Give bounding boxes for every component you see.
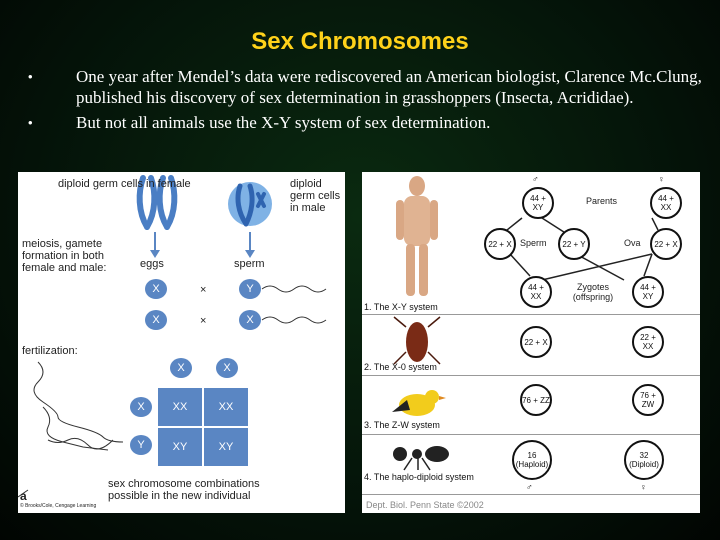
bullet-text: But not all animals use the X-Y system o… xyxy=(76,113,491,132)
zygote-male: 44 + XY xyxy=(632,276,664,308)
label-meiosis: meiosis, gamete formation in both female… xyxy=(22,238,107,274)
male-circle: 76 + ZZ xyxy=(520,384,552,416)
credit-right: Dept. Biol. Penn State ©2002 xyxy=(366,500,484,510)
parent-female: 44 + XX xyxy=(650,187,682,219)
bullet-item: • But not all animals use the X-Y system… xyxy=(28,112,708,133)
system-label: 1. The X-Y system xyxy=(364,302,438,312)
label-eggs: eggs xyxy=(140,258,164,270)
cross-sign: × xyxy=(200,315,207,327)
ova-circle: 22 + X xyxy=(650,228,682,260)
sperm-x: X xyxy=(239,310,261,330)
male-circle: 16 (Haploid) xyxy=(512,440,552,480)
female-circle: 32 (Diploid) xyxy=(624,440,664,480)
goldfinch-icon xyxy=(392,390,446,416)
punnett-cell: XX xyxy=(204,388,248,426)
male-symbol: ♂ xyxy=(532,174,539,184)
female-chromosome-icon xyxy=(136,175,178,230)
divider xyxy=(362,314,700,315)
sex-determination-figure: diploid germ cells in female diploid ger… xyxy=(18,172,345,513)
sex-systems-figure: ♂ ♀ 44 + XY Parents 44 + XX 22 + X Sperm… xyxy=(362,172,700,513)
system-label: 3. The Z-W system xyxy=(364,420,440,430)
male-circle: 22 + X xyxy=(520,326,552,358)
female-symbol: ♀ xyxy=(658,174,665,184)
system-label: 4. The haplo-diploid system xyxy=(364,472,474,482)
label-zygotes: Zygotes (offspring) xyxy=(572,282,614,302)
label-fertilization: fertilization: xyxy=(22,345,78,357)
male-chromosome-icon xyxy=(228,182,272,227)
label-diploid-male: diploid germ cells in male xyxy=(290,178,341,214)
sperm-y: Y xyxy=(239,279,261,299)
female-circle: 22 + XX xyxy=(632,326,664,358)
female-circle: 76 + ZW xyxy=(632,384,664,416)
punnett-side-x: X xyxy=(130,397,152,417)
bullet-marker: • xyxy=(28,115,33,130)
slide-title: Sex Chromosomes xyxy=(251,28,469,55)
cockroach-icon xyxy=(393,316,441,365)
divider xyxy=(362,375,700,376)
bullet-marker: • xyxy=(28,69,33,84)
divider xyxy=(362,494,700,495)
punnett-top-x: X xyxy=(170,358,192,378)
label-combinations: sex chromosome combinations possible in … xyxy=(108,478,260,502)
systems-drawing xyxy=(392,176,659,471)
label-sperm: Sperm xyxy=(520,238,547,248)
punnett-cell: XY xyxy=(204,428,248,466)
punnett-cell: XY xyxy=(158,428,202,466)
credit-left: © Brooks/Cole, Cengage Learning xyxy=(20,503,97,509)
punnett-cell: XX xyxy=(158,388,202,426)
label-parents: Parents xyxy=(586,196,618,206)
divider xyxy=(362,434,700,435)
sperm-y-circle: 22 + Y xyxy=(558,228,590,260)
ant-icon xyxy=(393,446,449,471)
bullet-list: • One year after Mendel’s data were redi… xyxy=(28,66,708,137)
bullet-item: • One year after Mendel’s data were redi… xyxy=(28,66,708,108)
parent-male: 44 + XY xyxy=(522,187,554,219)
label-ova: Ova xyxy=(624,238,641,248)
sperm-x-circle: 22 + X xyxy=(484,228,516,260)
punnett-side-y: Y xyxy=(130,435,152,455)
egg-x: X xyxy=(145,279,167,299)
cross-sign: × xyxy=(200,284,207,296)
female-symbol: ♀ xyxy=(640,482,647,492)
system-label: 2. The X-0 system xyxy=(364,362,437,372)
human-icon xyxy=(396,176,438,296)
bullet-text: One year after Mendel’s data were redisc… xyxy=(76,67,702,107)
figure-drawing xyxy=(18,175,327,498)
zygote-female: 44 + XX xyxy=(520,276,552,308)
egg-x: X xyxy=(145,310,167,330)
label-diploid-female: diploid germ cells in female xyxy=(58,178,191,190)
label-sperm: sperm xyxy=(234,258,265,270)
panel-letter: a xyxy=(20,489,27,503)
male-symbol: ♂ xyxy=(526,482,533,492)
punnett-top-x: X xyxy=(216,358,238,378)
